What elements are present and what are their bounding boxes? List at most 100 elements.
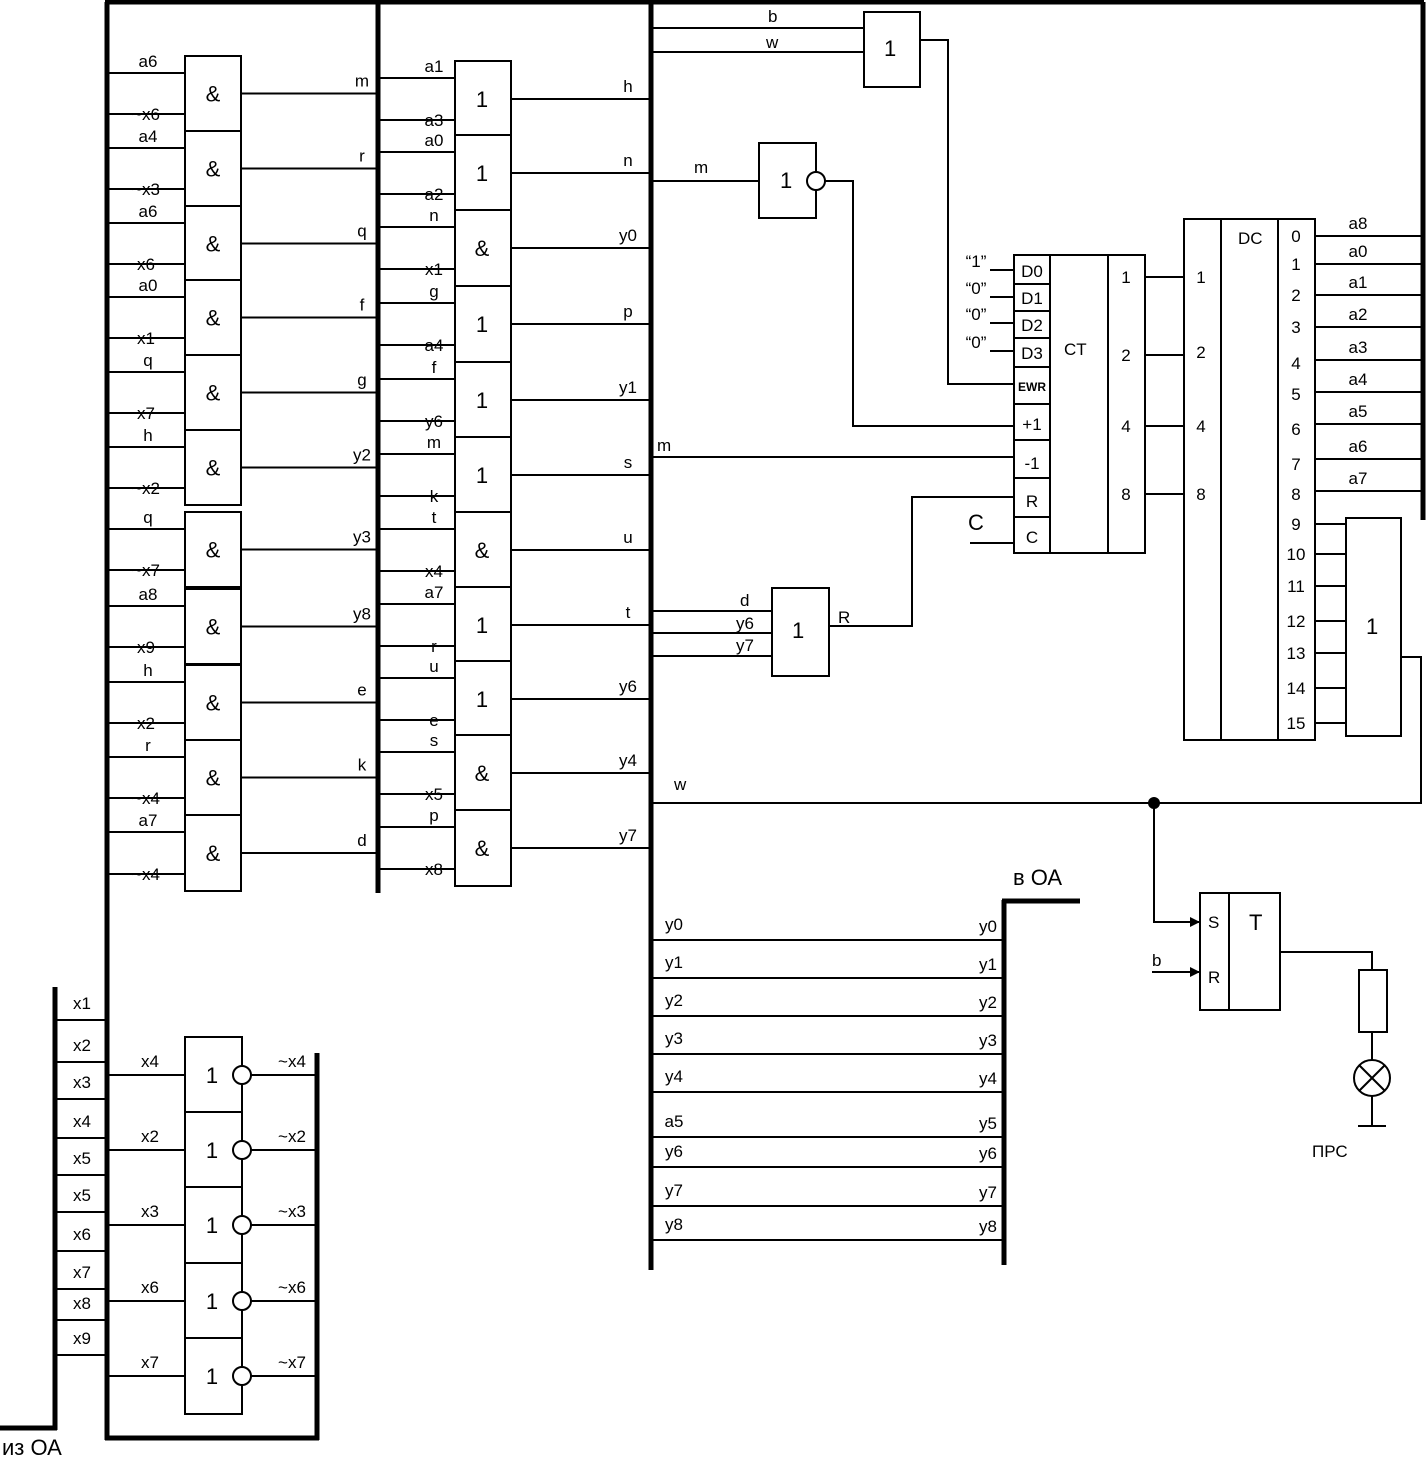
output-label: y4 <box>619 751 637 770</box>
decoder-output: 10 <box>1287 545 1306 564</box>
decoder-bus-label: a0 <box>1349 242 1368 261</box>
output-label: e <box>357 681 366 700</box>
decoder-bus-label: a7 <box>1349 469 1368 488</box>
gate-symbol: & <box>206 766 221 791</box>
input-label: a0 <box>425 131 444 150</box>
gate-symbol: & <box>206 691 221 716</box>
output-label: ~x6 <box>278 1278 306 1297</box>
to-oa-caption: в ОА <box>1013 865 1062 890</box>
decoder-output: 3 <box>1291 318 1300 337</box>
decoder-output: 5 <box>1291 385 1300 404</box>
bus-label: x2 <box>73 1036 91 1055</box>
gate-symbol: & <box>206 381 221 406</box>
bus-label: x1 <box>73 994 91 1013</box>
output-bus-label-left: y8 <box>665 1215 683 1234</box>
gate-symbol: 1 <box>206 1063 218 1088</box>
decoder-bus-label: a6 <box>1349 437 1368 456</box>
input-label: x5 <box>425 785 443 804</box>
decoder-output: 4 <box>1291 354 1300 373</box>
gate-symbol: & <box>475 836 490 861</box>
decoder-input: 8 <box>1196 485 1205 504</box>
wire-label: m <box>657 436 671 455</box>
inverter-bubble <box>232 1065 252 1085</box>
or-gate <box>454 660 512 738</box>
decoder-bus-label: a3 <box>1349 338 1368 357</box>
output-bus-label-left: y6 <box>665 1142 683 1161</box>
wire-label: b <box>768 7 777 26</box>
bus-label: x5 <box>73 1186 91 1205</box>
output-bus-label-left: y2 <box>665 991 683 1010</box>
gate-symbol: 1 <box>476 312 488 337</box>
input-label: y6 <box>425 412 443 431</box>
output-bus-label-right: y1 <box>979 955 997 974</box>
wire-label: w <box>765 33 779 52</box>
inverter-bubble <box>232 1291 252 1311</box>
output-label: y7 <box>619 826 637 845</box>
trigger-s: S <box>1208 913 1219 932</box>
constant-label: “1” <box>966 252 987 271</box>
input-label: h <box>143 426 152 445</box>
gate-symbol: 1 <box>780 168 792 193</box>
input-label: r <box>431 637 437 656</box>
counter-title: CT <box>1064 340 1087 359</box>
input-label: x8 <box>425 860 443 879</box>
decoder-output: 13 <box>1287 644 1306 663</box>
input-label: a6 <box>139 202 158 221</box>
input-label: ~x6 <box>132 105 160 124</box>
output-label: ~x3 <box>278 1202 306 1221</box>
gate-symbol: 1 <box>206 1138 218 1163</box>
gate-symbol: 1 <box>206 1289 218 1314</box>
trigger-t: S R T b <box>1152 892 1391 1127</box>
and-gate-column: &a6~x6m&a4~x3r&a6x6q&a0x1f&qx7g&h~x2y2&q… <box>107 52 378 892</box>
counter-pin: D0 <box>1021 262 1043 281</box>
input-label: e <box>429 711 438 730</box>
input-label: a0 <box>139 276 158 295</box>
not-gate-m: 1 m <box>651 142 1014 427</box>
bus-label: x6 <box>73 1225 91 1244</box>
input-label: a8 <box>139 585 158 604</box>
output-bus-label-right: y4 <box>979 1069 997 1088</box>
output-bus-label-left: a5 <box>665 1112 684 1131</box>
counter-pin: D2 <box>1021 316 1043 335</box>
gate-symbol: & <box>206 615 221 640</box>
decoder-bus-label: a4 <box>1349 370 1368 389</box>
output-bus-label-left: y7 <box>665 1181 683 1200</box>
gate-symbol: 1 <box>206 1364 218 1389</box>
counter-pin: D1 <box>1021 289 1043 308</box>
decoder-title: DC <box>1238 229 1263 248</box>
counter-output: 8 <box>1121 485 1130 504</box>
input-label: x4 <box>425 562 443 581</box>
constant-label: “0” <box>966 333 987 352</box>
input-label: a7 <box>139 811 158 830</box>
bus-label: x8 <box>73 1294 91 1313</box>
decoder-input: 4 <box>1196 417 1205 436</box>
decoder-bus-label: a2 <box>1349 305 1368 324</box>
gate-symbol: & <box>206 456 221 481</box>
input-label: x6 <box>141 1278 159 1297</box>
input-label: x7 <box>141 1353 159 1372</box>
output-bus-label-right: y7 <box>979 1183 997 1202</box>
decoder-input: 2 <box>1196 343 1205 362</box>
inverter-bubble <box>232 1366 252 1386</box>
counter-pin: D3 <box>1021 344 1043 363</box>
and-gate <box>184 429 242 506</box>
and-gate <box>454 809 512 887</box>
input-label: ~x4 <box>132 865 160 884</box>
counter-pin: R <box>1026 492 1038 511</box>
counter-pin: -1 <box>1024 454 1039 473</box>
decoder-output: 12 <box>1287 612 1306 631</box>
decoder-output: 1 <box>1291 255 1300 274</box>
output-label: p <box>623 302 632 321</box>
and-gate <box>184 814 242 892</box>
gate-symbol: & <box>206 538 221 563</box>
gate-symbol: & <box>206 232 221 257</box>
wire-label: m <box>694 158 708 177</box>
output-label: y8 <box>353 605 371 624</box>
output-label: f <box>360 296 365 315</box>
output-label: m <box>355 72 369 91</box>
output-label: u <box>623 528 632 547</box>
wire-label: b <box>1152 951 1161 970</box>
input-label: ~x7 <box>132 561 160 580</box>
